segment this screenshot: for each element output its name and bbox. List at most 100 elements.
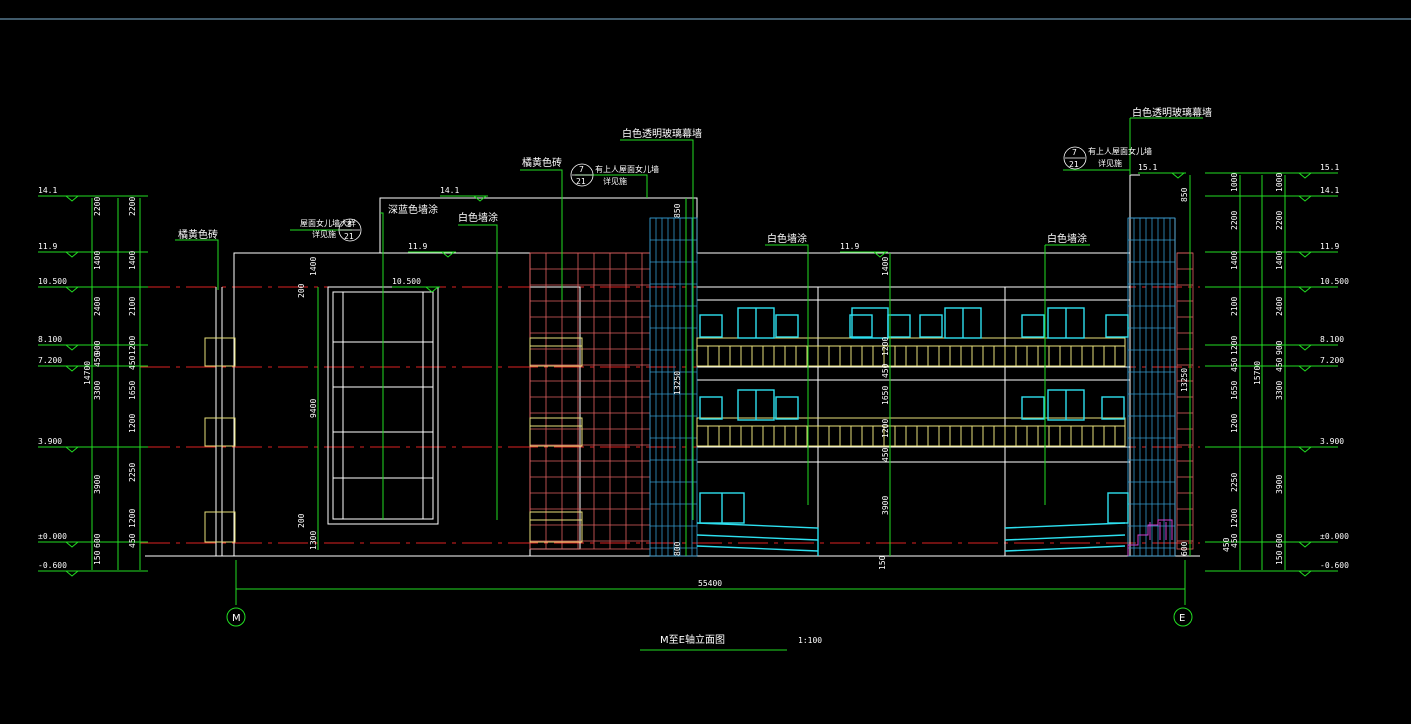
label-white-2: 白色墙涂 bbox=[767, 232, 807, 245]
level-label: 11.9 bbox=[1320, 242, 1339, 251]
dim-left-inner: 1200 bbox=[128, 336, 137, 355]
dim-left-outer: 150 bbox=[93, 550, 102, 565]
level-label: 11.9 bbox=[38, 242, 57, 251]
dim-inner: 450 bbox=[1222, 537, 1231, 552]
level-label: 3.900 bbox=[38, 437, 62, 446]
dim-inner: 1300 bbox=[309, 531, 318, 550]
windows bbox=[696, 307, 1129, 556]
dim-right-inner: 1650 bbox=[1230, 381, 1239, 400]
dim-right-inner: 2100 bbox=[1230, 297, 1239, 316]
dim-left-outer: 900 bbox=[93, 340, 102, 355]
dim-left-outer: 3300 bbox=[93, 381, 102, 400]
dim-inner: 850 bbox=[1180, 187, 1189, 202]
detail-b-num: 7 bbox=[579, 165, 584, 174]
railings bbox=[204, 337, 1126, 543]
dim-left-outer: 600 bbox=[93, 533, 102, 548]
detail-c-sub: 详见施 bbox=[1098, 158, 1122, 168]
dim-left-inner: 1400 bbox=[128, 251, 137, 270]
detail-c-sheet: 21 bbox=[1069, 160, 1079, 169]
red-strip-right bbox=[1176, 252, 1194, 550]
detail-a-sub: 详见施 bbox=[312, 229, 336, 239]
dim-right-inner: 1400 bbox=[1230, 251, 1239, 270]
dim-inner: 1400 bbox=[309, 257, 318, 276]
dim-left-inner: 2250 bbox=[128, 463, 137, 482]
dim-left-inner: 1650 bbox=[128, 381, 137, 400]
dim-right-outer: 450 bbox=[1275, 357, 1284, 372]
leader-lines bbox=[175, 117, 1203, 520]
level-label: 7.200 bbox=[1320, 356, 1344, 365]
dim-right-inner: 2250 bbox=[1230, 473, 1239, 492]
dim-right-outer: 1400 bbox=[1275, 251, 1284, 270]
label-white-1: 白色墙涂 bbox=[458, 211, 498, 224]
levels-left: 14.111.910.5008.1007.2003.900±0.000-0.60… bbox=[38, 186, 148, 577]
floor-lines bbox=[140, 286, 1200, 544]
dim-inner: 850 bbox=[673, 203, 682, 218]
level-label: 15.1 bbox=[1320, 163, 1339, 172]
dim-left-outer: 2200 bbox=[93, 197, 102, 216]
dim-right-outer: 1000 bbox=[1275, 173, 1284, 192]
detail-a-text: 屋面女儿墙大样 bbox=[300, 218, 356, 228]
dim-inner: 600 bbox=[1180, 541, 1189, 556]
label-white-3: 白色墙涂 bbox=[1047, 232, 1087, 245]
dim-left-outer: 2400 bbox=[93, 297, 102, 316]
dim-left-inner: 450 bbox=[128, 355, 137, 370]
drawing-title: M至E轴立面图 bbox=[660, 633, 725, 646]
level-label: 14.1 bbox=[1320, 186, 1339, 195]
level-label: 7.200 bbox=[38, 356, 62, 365]
axis-label-m: M bbox=[232, 613, 241, 624]
level-label: -0.600 bbox=[1320, 561, 1349, 570]
dim-left-inner: 2100 bbox=[128, 297, 137, 316]
dims-inner: 1400200940020013008501325080014001200450… bbox=[297, 187, 1231, 570]
dims-right: 1000220014002400900330045039006001501000… bbox=[1230, 173, 1284, 565]
dim-inner: 1400 bbox=[881, 257, 890, 276]
detail-b-sub: 详见施 bbox=[603, 176, 627, 186]
dim-left-total: 14700 bbox=[83, 361, 92, 385]
dim-inner: 1650 bbox=[881, 386, 890, 405]
dim-inner: 3900 bbox=[881, 496, 890, 515]
dim-inner: 450 bbox=[881, 363, 890, 378]
level-label: 8.100 bbox=[38, 335, 62, 344]
level-label: 8.100 bbox=[1320, 335, 1344, 344]
stair-right bbox=[1127, 519, 1173, 556]
level-label: 3.900 bbox=[1320, 437, 1344, 446]
inner-level-label: 11.9 bbox=[408, 242, 427, 251]
dim-left-outer: 3900 bbox=[93, 475, 102, 494]
level-label: -0.600 bbox=[38, 561, 67, 570]
dim-right-inner: 450 bbox=[1230, 357, 1239, 372]
dim-inner: 200 bbox=[297, 513, 306, 528]
label-dark-blue: 深蓝色墙涂 bbox=[388, 203, 438, 216]
detail-a-sheet: 21 bbox=[344, 232, 354, 241]
dim-right-outer: 600 bbox=[1275, 533, 1284, 548]
dim-inner: 13250 bbox=[1180, 368, 1189, 392]
total-dimension: 55400 bbox=[698, 579, 722, 588]
dim-inner: 13250 bbox=[673, 371, 682, 395]
detail-c-text: 有上人屋面女儿墙 bbox=[1088, 146, 1152, 156]
level-label: 10.500 bbox=[1320, 277, 1349, 286]
dim-inner: 800 bbox=[673, 541, 682, 556]
dim-left-outer: 1400 bbox=[93, 251, 102, 270]
dim-right-inner: 1000 bbox=[1230, 173, 1239, 192]
label-yellow-tile-left: 橘黄色砖 bbox=[178, 228, 218, 241]
dim-left-inner: 1200 bbox=[128, 509, 137, 528]
inner-level-label: 11.9 bbox=[840, 242, 859, 251]
dim-right-outer: 3300 bbox=[1275, 381, 1284, 400]
detail-callouts bbox=[338, 146, 1087, 242]
dim-left-outer: 450 bbox=[93, 352, 102, 367]
label-yellow-tile-mid: 橘黄色砖 bbox=[522, 156, 562, 169]
dim-right-outer: 2200 bbox=[1275, 211, 1284, 230]
dim-right-outer: 900 bbox=[1275, 340, 1284, 355]
dim-right-outer: 2400 bbox=[1275, 297, 1284, 316]
inner-level-label: 15.1 bbox=[1138, 163, 1157, 172]
inner-level-label: 14.1 bbox=[440, 186, 459, 195]
detail-c-num: 7 bbox=[1072, 148, 1077, 157]
level-label: ±0.000 bbox=[1320, 532, 1349, 541]
dim-right-inner: 1200 bbox=[1230, 509, 1239, 528]
level-label: ±0.000 bbox=[38, 532, 67, 541]
levels-inner: 14.1 11.9 10.500 11.9 15.1 bbox=[392, 163, 1186, 293]
inner-level-label: 10.500 bbox=[392, 277, 421, 286]
dim-inner: 9400 bbox=[309, 399, 318, 418]
dim-inner: 150 bbox=[878, 555, 887, 570]
level-label: 10.500 bbox=[38, 277, 67, 286]
detail-b-sheet: 21 bbox=[576, 177, 586, 186]
